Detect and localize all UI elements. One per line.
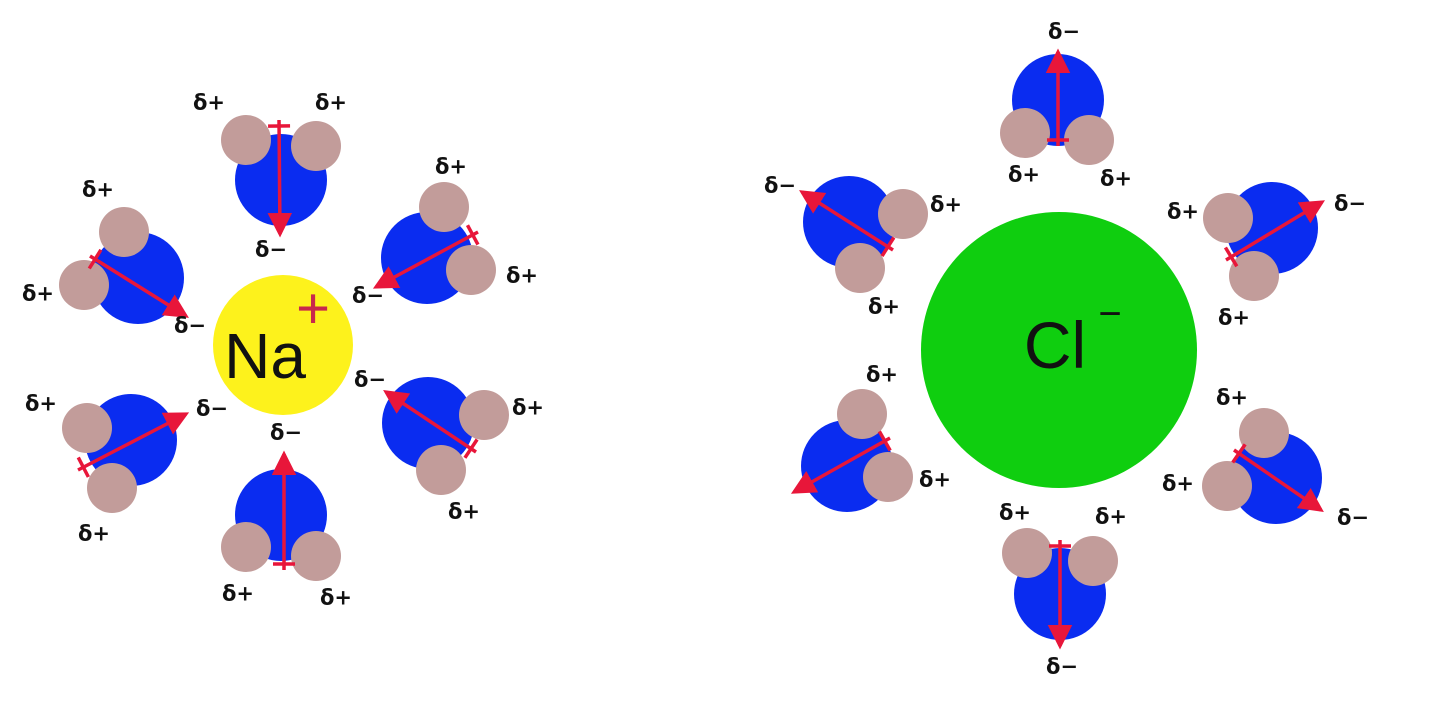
hydrogen-atom [1064, 115, 1114, 165]
delta-plus-label: δ+ [867, 294, 901, 319]
sodium-ion [213, 275, 353, 415]
delta-plus-label: δ+ [21, 281, 55, 306]
hydrogen-atom [221, 522, 271, 572]
dipole-arrow-icon [790, 430, 892, 494]
delta-plus-label: δ+ [24, 391, 58, 416]
water-na-top [221, 115, 341, 238]
water-cl-bottom [1002, 528, 1118, 650]
delta-plus-label: δ+ [865, 362, 899, 387]
dipole-arrow-icon [799, 190, 896, 257]
hydrogen-atom [87, 463, 137, 513]
delta-plus-label: δ+ [1166, 199, 1200, 224]
delta-plus-label: δ+ [998, 500, 1032, 525]
delta-minus-label: δ− [254, 237, 288, 262]
chloride-ion [921, 212, 1197, 488]
delta-plus-label: δ+ [1094, 504, 1128, 529]
hydrogen-atom [59, 260, 109, 310]
chloride-charge-sign: − [1098, 292, 1122, 336]
hydrogen-atom [459, 390, 509, 440]
hydrogen-atom [419, 182, 469, 232]
delta-plus-label: δ+ [1215, 385, 1249, 410]
dipole-arrow-icon [87, 248, 189, 318]
dipole-arrow-icon [372, 224, 480, 289]
hydrogen-atom [1202, 461, 1252, 511]
hydrogen-atom [1203, 193, 1253, 243]
hydrogen-atom [291, 121, 341, 171]
hydrogen-atom [1239, 408, 1289, 458]
hydrogen-atom [863, 452, 913, 502]
delta-minus-label: δ− [763, 173, 797, 198]
sodium-charge-sign: + [296, 276, 330, 341]
delta-plus-label: δ+ [505, 263, 539, 288]
delta-plus-label: δ+ [314, 90, 348, 115]
dipole-arrow-icon [76, 412, 190, 478]
water-cl-upper-left [799, 176, 928, 293]
dipole-arrow-icon [271, 450, 297, 570]
hydrogen-atom [446, 245, 496, 295]
delta-plus-label: δ+ [319, 585, 353, 610]
water-na-lower-left [62, 394, 190, 513]
delta-plus-label: δ+ [929, 192, 963, 217]
hydrogen-atom [1068, 536, 1118, 586]
water-na-lower-right [382, 377, 509, 495]
water-cl-upper-right [1203, 182, 1325, 301]
delta-plus-label: δ+ [1007, 162, 1041, 187]
water-molecules-layer [59, 48, 1325, 650]
delta-minus-label: δ− [1333, 191, 1367, 216]
water-cl-top [1000, 48, 1114, 165]
hydrogen-atom [1002, 528, 1052, 578]
dipole-arrow-icon [383, 390, 479, 459]
water-na-upper-left [59, 207, 189, 324]
hydrogen-atom [835, 243, 885, 293]
hydrogen-atom [221, 115, 271, 165]
hydrogen-atom [62, 403, 112, 453]
hydrogen-atom [291, 531, 341, 581]
ions-layer [213, 212, 1197, 488]
delta-minus-label: δ− [173, 313, 207, 338]
delta-minus-label: δ− [353, 367, 387, 392]
delta-plus-label: δ+ [1099, 166, 1133, 191]
hydrogen-atom [99, 207, 149, 257]
delta-plus-label: δ+ [1161, 471, 1195, 496]
delta-minus-label: δ− [1045, 654, 1079, 679]
delta-plus-label: δ+ [434, 154, 468, 179]
delta-minus-label: δ− [1047, 19, 1081, 44]
delta-plus-label: δ+ [918, 467, 952, 492]
hydrogen-atom [837, 389, 887, 439]
delta-plus-label: δ+ [221, 581, 255, 606]
delta-plus-label: δ+ [1217, 305, 1251, 330]
delta-plus-label: δ+ [447, 499, 481, 524]
water-cl-lower-right [1202, 408, 1324, 524]
delta-plus-label: δ+ [81, 177, 115, 202]
hydrogen-atom [1000, 108, 1050, 158]
delta-minus-label: δ− [269, 420, 303, 445]
hydrogen-atom [416, 445, 466, 495]
delta-minus-label: δ− [1336, 505, 1370, 530]
water-na-bottom [221, 450, 341, 581]
dipole-arrow-icon [1045, 48, 1071, 146]
hydrogen-atom [878, 189, 928, 239]
chloride-symbol: Cl [1023, 308, 1087, 382]
delta-minus-label: δ− [195, 396, 229, 421]
delta-minus-label: δ− [351, 283, 385, 308]
dipole-arrow-icon [1231, 443, 1324, 512]
water-cl-lower-left [790, 389, 913, 512]
dipole-arrow-icon [1223, 200, 1325, 268]
delta-plus-label: δ+ [77, 521, 111, 546]
dipole-arrow-icon [1047, 540, 1073, 650]
water-na-upper-right [372, 182, 496, 304]
delta-plus-label: δ+ [192, 90, 226, 115]
hydrogen-atom [1229, 251, 1279, 301]
dipole-arrow-icon [267, 119, 293, 238]
sodium-symbol: Na [224, 320, 306, 392]
delta-plus-label: δ+ [511, 395, 545, 420]
